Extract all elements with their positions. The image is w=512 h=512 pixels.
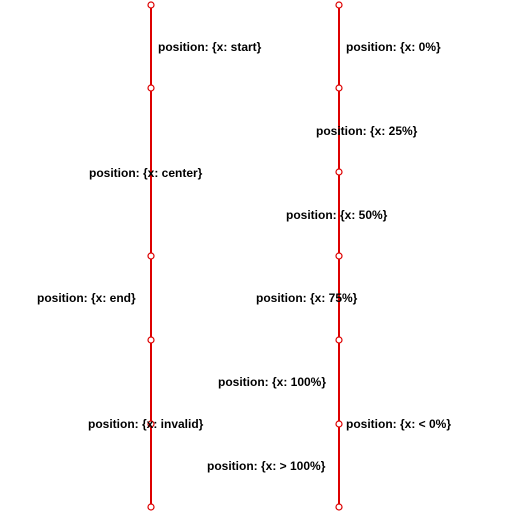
left-marker-bottom (147, 503, 155, 511)
right-marker (335, 168, 343, 176)
label-x-50-percent: position: {x: 50%} (286, 208, 388, 222)
label-x-center: position: {x: center} (89, 166, 203, 180)
left-marker (147, 252, 155, 260)
left-marker (147, 84, 155, 92)
label-x-100-percent: position: {x: 100%} (218, 375, 327, 389)
label-x-greater-than-100: position: {x: > 100%} (207, 459, 326, 473)
right-marker (335, 252, 343, 260)
left-marker-top (147, 1, 155, 9)
right-marker-top (335, 1, 343, 9)
right-marker (335, 84, 343, 92)
label-x-less-than-0: position: {x: < 0%} (346, 417, 452, 431)
label-x-0-percent: position: {x: 0%} (346, 40, 441, 54)
label-x-start: position: {x: start} (158, 40, 262, 54)
label-x-25-percent: position: {x: 25%} (316, 124, 418, 138)
label-x-end: position: {x: end} (37, 291, 136, 305)
label-x-invalid: position: {x: invalid} (88, 417, 204, 431)
right-marker (335, 336, 343, 344)
right-marker (335, 420, 343, 428)
label-x-75-percent: position: {x: 75%} (256, 291, 358, 305)
left-marker (147, 336, 155, 344)
left-marker (147, 420, 155, 428)
right-marker-bottom (335, 503, 343, 511)
